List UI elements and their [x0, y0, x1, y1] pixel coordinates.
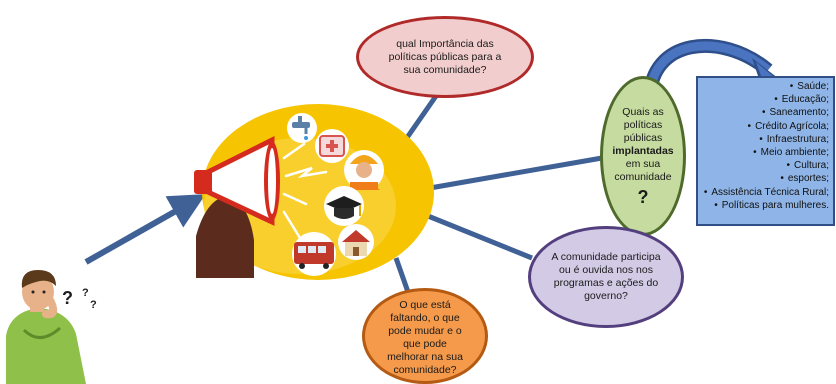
bubble-implanted-policies-question: Quais as políticas públicas implantadas … [600, 76, 686, 236]
arrow-to-center [84, 194, 206, 265]
question-mark-2: ? [82, 287, 89, 299]
central-illustration [194, 104, 434, 280]
question-mark: ? [637, 187, 649, 207]
connector-top [401, 94, 439, 144]
policy-item: Educação; [698, 93, 829, 106]
bubble-participation-text: A comunidade participa ou é ouvida nos n… [551, 251, 661, 302]
policy-item: Políticas para mulheres. [698, 199, 829, 212]
faucet-icon [287, 113, 317, 143]
question-mark-1: ? [62, 288, 73, 308]
bubble-importance-question: qual Importância das políticas públicas … [356, 16, 534, 98]
policies-list: Saúde;Educação;Saneamento;Crédito Agríco… [698, 80, 829, 212]
policy-item: Assistência Técnica Rural; [698, 186, 829, 199]
question-mark-3: ? [90, 299, 97, 311]
policy-item: Meio ambiente; [698, 146, 829, 159]
connector-bottom [393, 257, 411, 293]
policy-item: Saneamento; [698, 106, 830, 119]
thinking-person-illustration: ? ? ? [6, 270, 97, 384]
question-text-end: em sua comunidade [614, 158, 672, 183]
bubble-importance-text: qual Importância das políticas públicas … [388, 37, 502, 76]
bus-icon [292, 232, 336, 276]
policy-item: Crédito Agrícola; [698, 120, 829, 133]
policy-item: Cultura; [698, 159, 829, 172]
hospital-icon [315, 129, 349, 163]
bubble-improvement-question: O que está faltando, o que pode mudar e … [362, 288, 488, 384]
worker-icon [344, 150, 384, 190]
megaphone-icon [194, 135, 280, 226]
connector-participation [427, 213, 533, 261]
bubble-participation-question: A comunidade participa ou é ouvida nos n… [528, 226, 684, 328]
policy-item: esportes; [698, 172, 829, 185]
graduation-cap-icon [324, 186, 364, 226]
bubble-improvement-text: O que está faltando, o que pode mudar e … [387, 299, 463, 376]
policies-list-box: Saúde;Educação;Saneamento;Crédito Agríco… [696, 76, 835, 226]
policy-item: Infraestrutura; [698, 133, 829, 146]
question-text-start: Quais as políticas públicas [622, 106, 664, 144]
connector-question [429, 155, 603, 191]
house-icon [338, 224, 374, 260]
policy-item: Saúde; [698, 80, 829, 93]
question-text-emphasis: implantadas [612, 145, 674, 157]
